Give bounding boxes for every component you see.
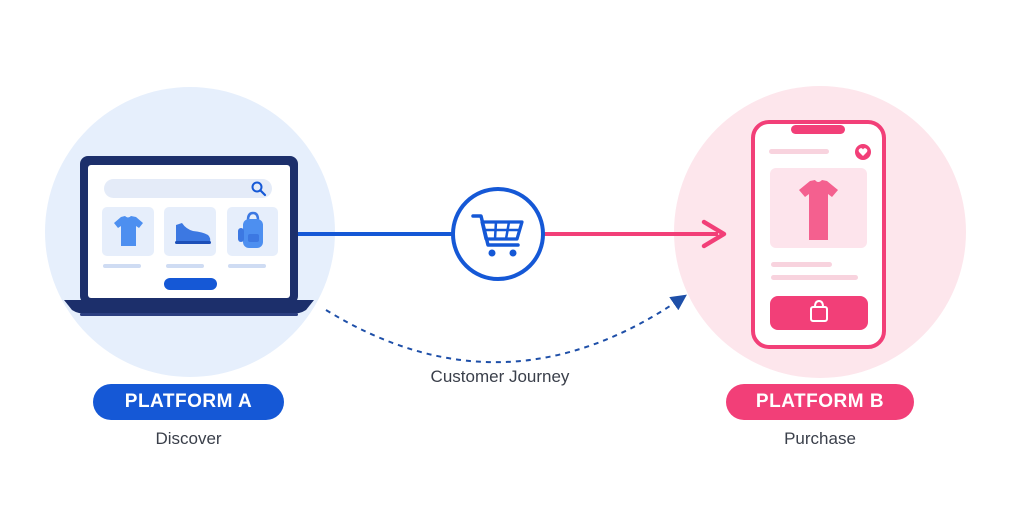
view-product-button [164,278,217,290]
shopping-cart-icon [451,187,545,281]
backpack-icon [238,211,263,248]
shopping-bag-icon [810,299,828,322]
platform-b-badge: PLATFORM B [726,384,914,420]
phone-notch [791,125,845,134]
journey-dashed-path [325,294,687,364]
arrow-right-icon [701,219,727,249]
smartphone-illustration [751,120,886,349]
laptop-illustration [64,156,314,316]
heart-icon [855,144,871,160]
shoe-icon [176,223,211,242]
tshirt-icon [799,180,838,240]
buy-button [770,296,868,330]
search-icon [251,181,267,197]
platform-b-caption: Purchase [784,429,856,448]
tshirt-icon [114,216,143,246]
laptop-base [64,300,314,314]
platform-a-badge: PLATFORM A [93,384,284,420]
journey-label: Customer Journey [430,367,570,386]
search-bar [104,179,272,198]
platform-a-caption: Discover [155,429,222,448]
